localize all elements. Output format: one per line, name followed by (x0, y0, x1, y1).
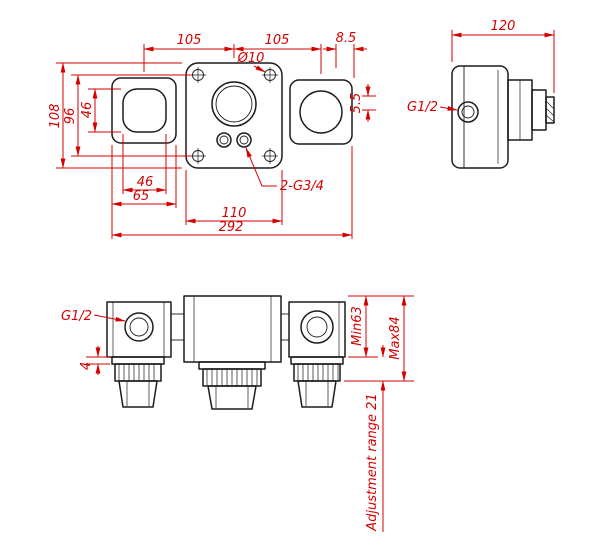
left-flange (111, 356, 165, 365)
dim-120: 120 (491, 19, 516, 34)
label-2-g34: 2-G3/4 (280, 179, 324, 194)
right-port (300, 310, 334, 344)
side-body (451, 65, 509, 169)
cap-lines (215, 386, 249, 408)
side-inlet-port (457, 101, 479, 123)
union-connector (280, 313, 290, 341)
leader-dia10 (253, 65, 266, 73)
dim-105-right: 105 (265, 33, 290, 48)
center-valve-opening (211, 81, 257, 127)
left-inlet-port-inner (129, 317, 149, 337)
screw-hole-centerlines (190, 67, 278, 164)
knurl-lines (297, 364, 339, 381)
left-valve-body (106, 301, 172, 358)
cap-lines (305, 381, 329, 406)
outlet-port (236, 132, 252, 148)
outlet-port-inner (239, 135, 249, 145)
leader-2-g34 (245, 147, 277, 187)
center-plate (185, 62, 283, 169)
dim-8-5: 8.5 (336, 31, 357, 46)
dim-65: 65 (133, 189, 150, 204)
cap-lines (126, 381, 150, 406)
side-step-2 (531, 89, 547, 131)
left-escutcheon (111, 77, 177, 144)
bottom-view: G1/2 4 Min63 Max84 Adjustment range 21 (61, 295, 414, 532)
knurl-lines (206, 369, 258, 386)
leader-g12-side (439, 105, 458, 111)
label-g12-bottom: G1/2 (61, 309, 92, 324)
bottom-view-object-lines (106, 295, 346, 410)
dim-292: 292 (219, 220, 244, 235)
label-g12-side: G1/2 (407, 100, 438, 115)
union-connector (170, 313, 185, 341)
dim-5-5: 5.5 (349, 93, 364, 114)
label-adjustment-range: Adjustment range 21 (365, 393, 380, 531)
center-valve-body (183, 295, 282, 363)
dim-dia10: Ø10 (237, 51, 265, 66)
front-view: 105 105 8.5 Ø10 108 96 46 5.5 46 65 110 … (48, 31, 376, 239)
dim-46-vert: 46 (80, 102, 95, 119)
knurl-lines (118, 364, 155, 381)
extension-lines (451, 30, 555, 93)
side-view-dimensions: 120 G1/2 (407, 19, 555, 115)
dim-96: 96 (63, 108, 78, 125)
side-view-object-lines (451, 65, 555, 169)
bottom-view-dimensions: G1/2 4 Min63 Max84 Adjustment range 21 (61, 295, 414, 532)
right-escutcheon (289, 79, 353, 145)
front-view-object-lines (111, 62, 353, 169)
dim-105-left: 105 (177, 33, 202, 48)
center-cap (207, 385, 257, 410)
dim-110: 110 (222, 206, 247, 221)
center-valve-opening-inner (215, 85, 253, 123)
right-port-inner (306, 316, 328, 338)
dim-4: 4 (79, 362, 94, 370)
left-inlet-port (124, 312, 154, 342)
right-escutcheon-opening (299, 90, 343, 134)
side-inlet-port-inner (461, 105, 475, 119)
extension-lines (56, 44, 376, 239)
center-flange (198, 361, 266, 370)
dim-46-horiz: 46 (137, 175, 154, 190)
right-cap (297, 380, 337, 408)
left-escutcheon-opening (122, 88, 167, 133)
hatch-lines (545, 100, 555, 123)
outlet-port (216, 132, 232, 148)
right-flange (290, 356, 344, 365)
dim-max84: Max84 (388, 316, 403, 359)
leader-g12-bottom (93, 314, 126, 322)
dim-min63: Min63 (350, 306, 365, 346)
left-cap (118, 380, 158, 408)
side-view: 120 G1/2 (407, 19, 555, 169)
side-wall-block (545, 96, 555, 124)
outlet-port-inner (219, 135, 229, 145)
dim-108: 108 (48, 104, 63, 129)
front-view-dimensions: 105 105 8.5 Ø10 108 96 46 5.5 46 65 110 … (48, 31, 376, 239)
